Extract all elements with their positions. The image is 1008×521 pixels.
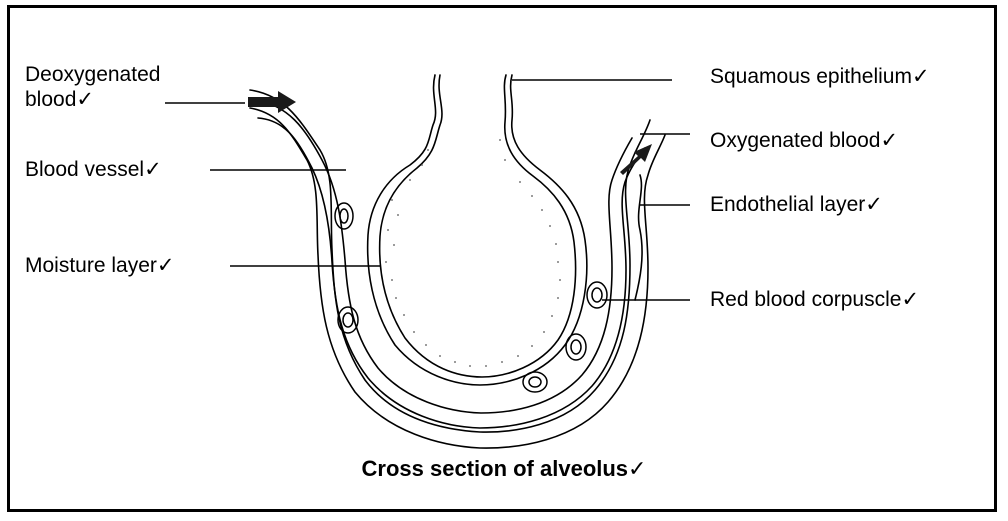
rbc-3 xyxy=(587,282,607,308)
arrow-out-icon xyxy=(620,144,652,175)
rbc-4 xyxy=(566,334,586,360)
title-tick: ✓ xyxy=(628,456,646,481)
label-endothelial-layer: Endothelial layer✓ xyxy=(710,193,883,217)
label-oxygenated-blood: Oxygenated blood✓ xyxy=(710,129,898,153)
label-squamous-epithelium: Squamous epithelium✓ xyxy=(710,65,930,89)
title-text: Cross section of alveolus xyxy=(362,456,629,481)
label-red-blood-corpuscle: Red blood corpuscle✓ xyxy=(710,288,919,312)
alveolus-wall-left xyxy=(368,75,587,385)
label-blood-vessel: Blood vessel✓ xyxy=(25,158,162,182)
rbc-5 xyxy=(523,372,547,392)
label-moisture-layer: Moisture layer✓ xyxy=(25,254,174,278)
endothelial-right xyxy=(635,175,642,300)
blood-vessel-inner xyxy=(250,108,665,448)
rbc-2 xyxy=(338,307,358,333)
rbc-1 xyxy=(335,203,353,229)
label-deoxygenated-line2: blood✓ xyxy=(25,88,94,112)
label-deoxygenated-line1: Deoxygenated xyxy=(25,63,160,87)
alveolus-wall-left-inner xyxy=(380,75,576,377)
diagram-title: Cross section of alveolus✓ xyxy=(0,456,1008,482)
